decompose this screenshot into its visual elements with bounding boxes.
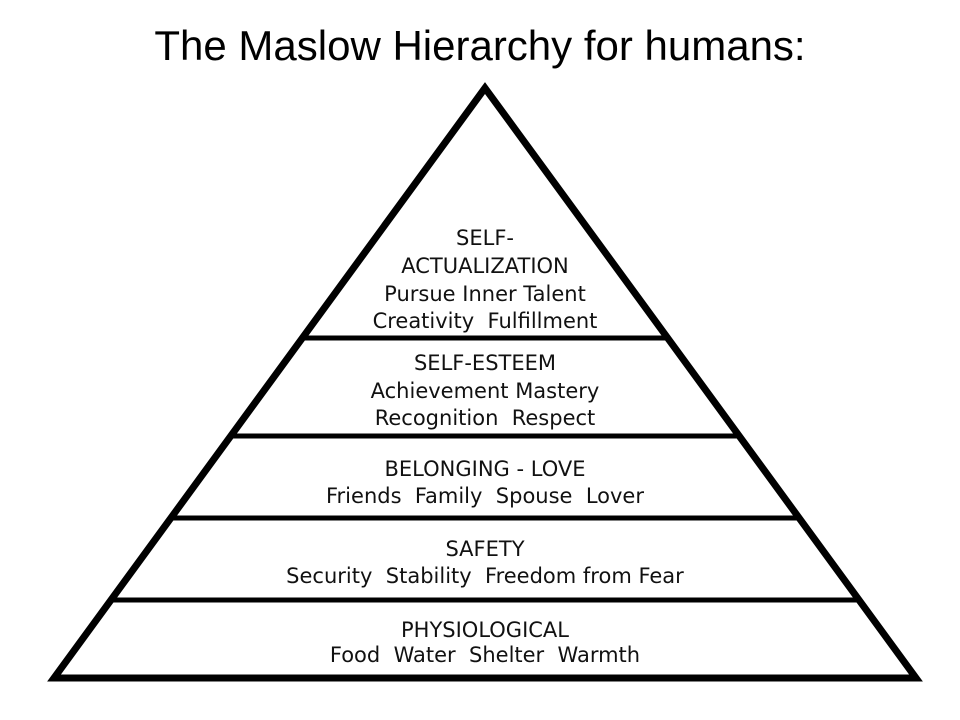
tier-dividers	[110, 335, 860, 603]
tier-items-self-actualization-2: Creativity Fulfillment	[373, 309, 598, 333]
tier-belonging-love: BELONGING - LOVE Friends Family Spouse Lo…	[326, 457, 644, 508]
tier-items-self-esteem-1: Achievement Mastery	[371, 379, 600, 403]
tier-items-self-esteem-2: Recognition Respect	[375, 406, 596, 430]
tier-name-belonging-love: BELONGING - LOVE	[385, 457, 586, 481]
tier-name-self-actualization-1: SELF-	[456, 226, 514, 250]
tier-name-physiological: PHYSIOLOGICAL	[401, 618, 569, 642]
tier-name-self-actualization-2: ACTUALIZATION	[401, 254, 569, 278]
tier-items-safety-1: Security Stability Freedom from Fear	[286, 564, 684, 588]
tier-self-actualization: SELF- ACTUALIZATION Pursue Inner TalentCre…	[373, 226, 598, 333]
tier-items-physiological-1: Food Water Shelter Warmth	[330, 643, 640, 667]
tier-name-self-esteem: SELF-ESTEEM	[414, 351, 556, 375]
pyramid-outline	[47, 82, 923, 682]
slide-title: The Maslow Hierarchy for humans:	[154, 22, 806, 69]
tier-name-safety: SAFETY	[445, 537, 524, 561]
tier-items-belonging-love-1: Friends Family Spouse Lover	[326, 484, 644, 508]
tier-safety: SAFETY Security Stability Freedom from Fe…	[286, 537, 684, 588]
tier-self-esteem: SELF-ESTEEM Achievement MasteryRecognitio…	[371, 351, 600, 430]
tier-labels: SELF- ACTUALIZATION Pursue Inner TalentCre…	[286, 226, 684, 667]
tier-items-self-actualization-1: Pursue Inner Talent	[384, 282, 586, 306]
